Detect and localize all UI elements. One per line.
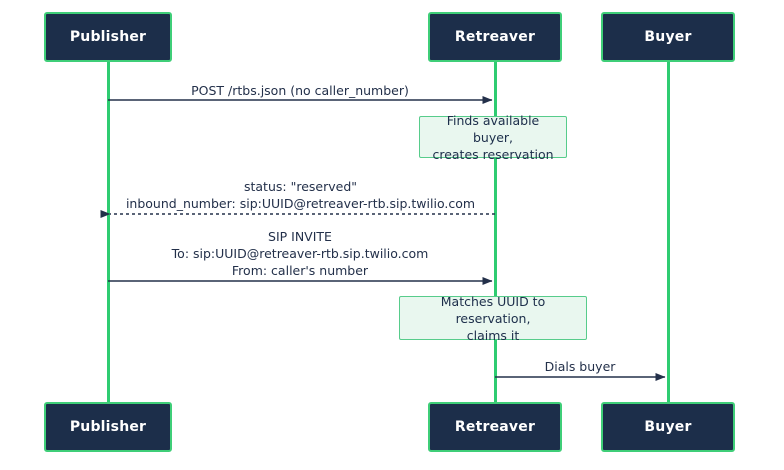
actor-footer-retreaver[interactable]: Retreaver (428, 402, 562, 452)
lifeline-buyer (666, 62, 670, 402)
actor-header-publisher-label: Publisher (69, 29, 147, 45)
lifeline-publisher (106, 62, 110, 402)
label-msg-sip-invite: SIP INVITE To: sip:UUID@retreaver-rtb.si… (171, 229, 429, 278)
note-matches-uuid-text: Matches UUID to reservation, claims it (440, 293, 546, 343)
label-msg-dials-buyer: Dials buyer (544, 359, 616, 374)
actor-footer-buyer-label: Buyer (644, 419, 692, 435)
actor-header-buyer[interactable]: Buyer (601, 12, 735, 62)
label-msg-reserved-response: status: "reserved" inbound_number: sip:U… (125, 179, 476, 211)
label-msg-post-rtbs: POST /rtbs.json (no caller_number) (191, 83, 409, 98)
note-matches-uuid: Matches UUID to reservation, claims it (399, 294, 587, 343)
note-finds-buyer-text: Finds available buyer, creates reservati… (432, 112, 554, 162)
lifeline-retreaver (493, 62, 497, 402)
actor-header-retreaver[interactable]: Retreaver (428, 12, 562, 62)
actor-header-publisher[interactable]: Publisher (44, 12, 172, 62)
actor-header-buyer-label: Buyer (644, 29, 692, 45)
actor-footer-retreaver-label: Retreaver (454, 419, 536, 435)
actor-footer-publisher-label: Publisher (69, 419, 147, 435)
actor-header-retreaver-label: Retreaver (454, 29, 536, 45)
actor-footer-buyer[interactable]: Buyer (601, 402, 735, 452)
actor-footer-publisher[interactable]: Publisher (44, 402, 172, 452)
note-finds-buyer: Finds available buyer, creates reservati… (419, 113, 567, 162)
